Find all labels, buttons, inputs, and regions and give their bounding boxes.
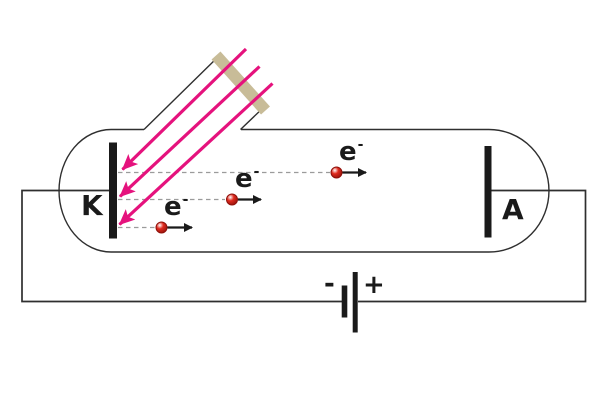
battery-positive-plate (352, 272, 358, 333)
battery-plus-label: + (363, 270, 385, 300)
electron-label-3: e- (164, 192, 189, 222)
circuit-wire-anode (358, 189, 587, 303)
electron-dot-3 (155, 221, 168, 234)
electron-dot-1 (330, 166, 343, 179)
electron-label-1-base: e (339, 137, 357, 167)
electron-label-1-sup: - (357, 137, 364, 153)
light-window-wall-left (143, 53, 222, 130)
light-ray-1 (121, 47, 248, 171)
circuit-wire-cathode (21, 189, 342, 303)
anode-plate (484, 146, 492, 238)
electron-label-2: e- (235, 164, 260, 194)
battery-minus-label: - (324, 269, 335, 299)
electron-label-3-base: e (164, 192, 182, 222)
electron-dot-2 (226, 193, 238, 206)
cathode-label: K (81, 189, 103, 222)
electron-label-2-base: e (235, 164, 253, 194)
vacuum-tube-outline (58, 128, 550, 253)
light-ray-3 (118, 82, 274, 226)
cathode-plate (109, 142, 117, 239)
electron-label-1: e- (339, 137, 364, 167)
anode-label: A (502, 193, 524, 226)
battery-negative-plate (341, 285, 348, 318)
electron-label-2-sup: - (253, 164, 260, 180)
light-ray-2 (118, 65, 261, 198)
electron-label-3-sup: - (182, 192, 189, 208)
